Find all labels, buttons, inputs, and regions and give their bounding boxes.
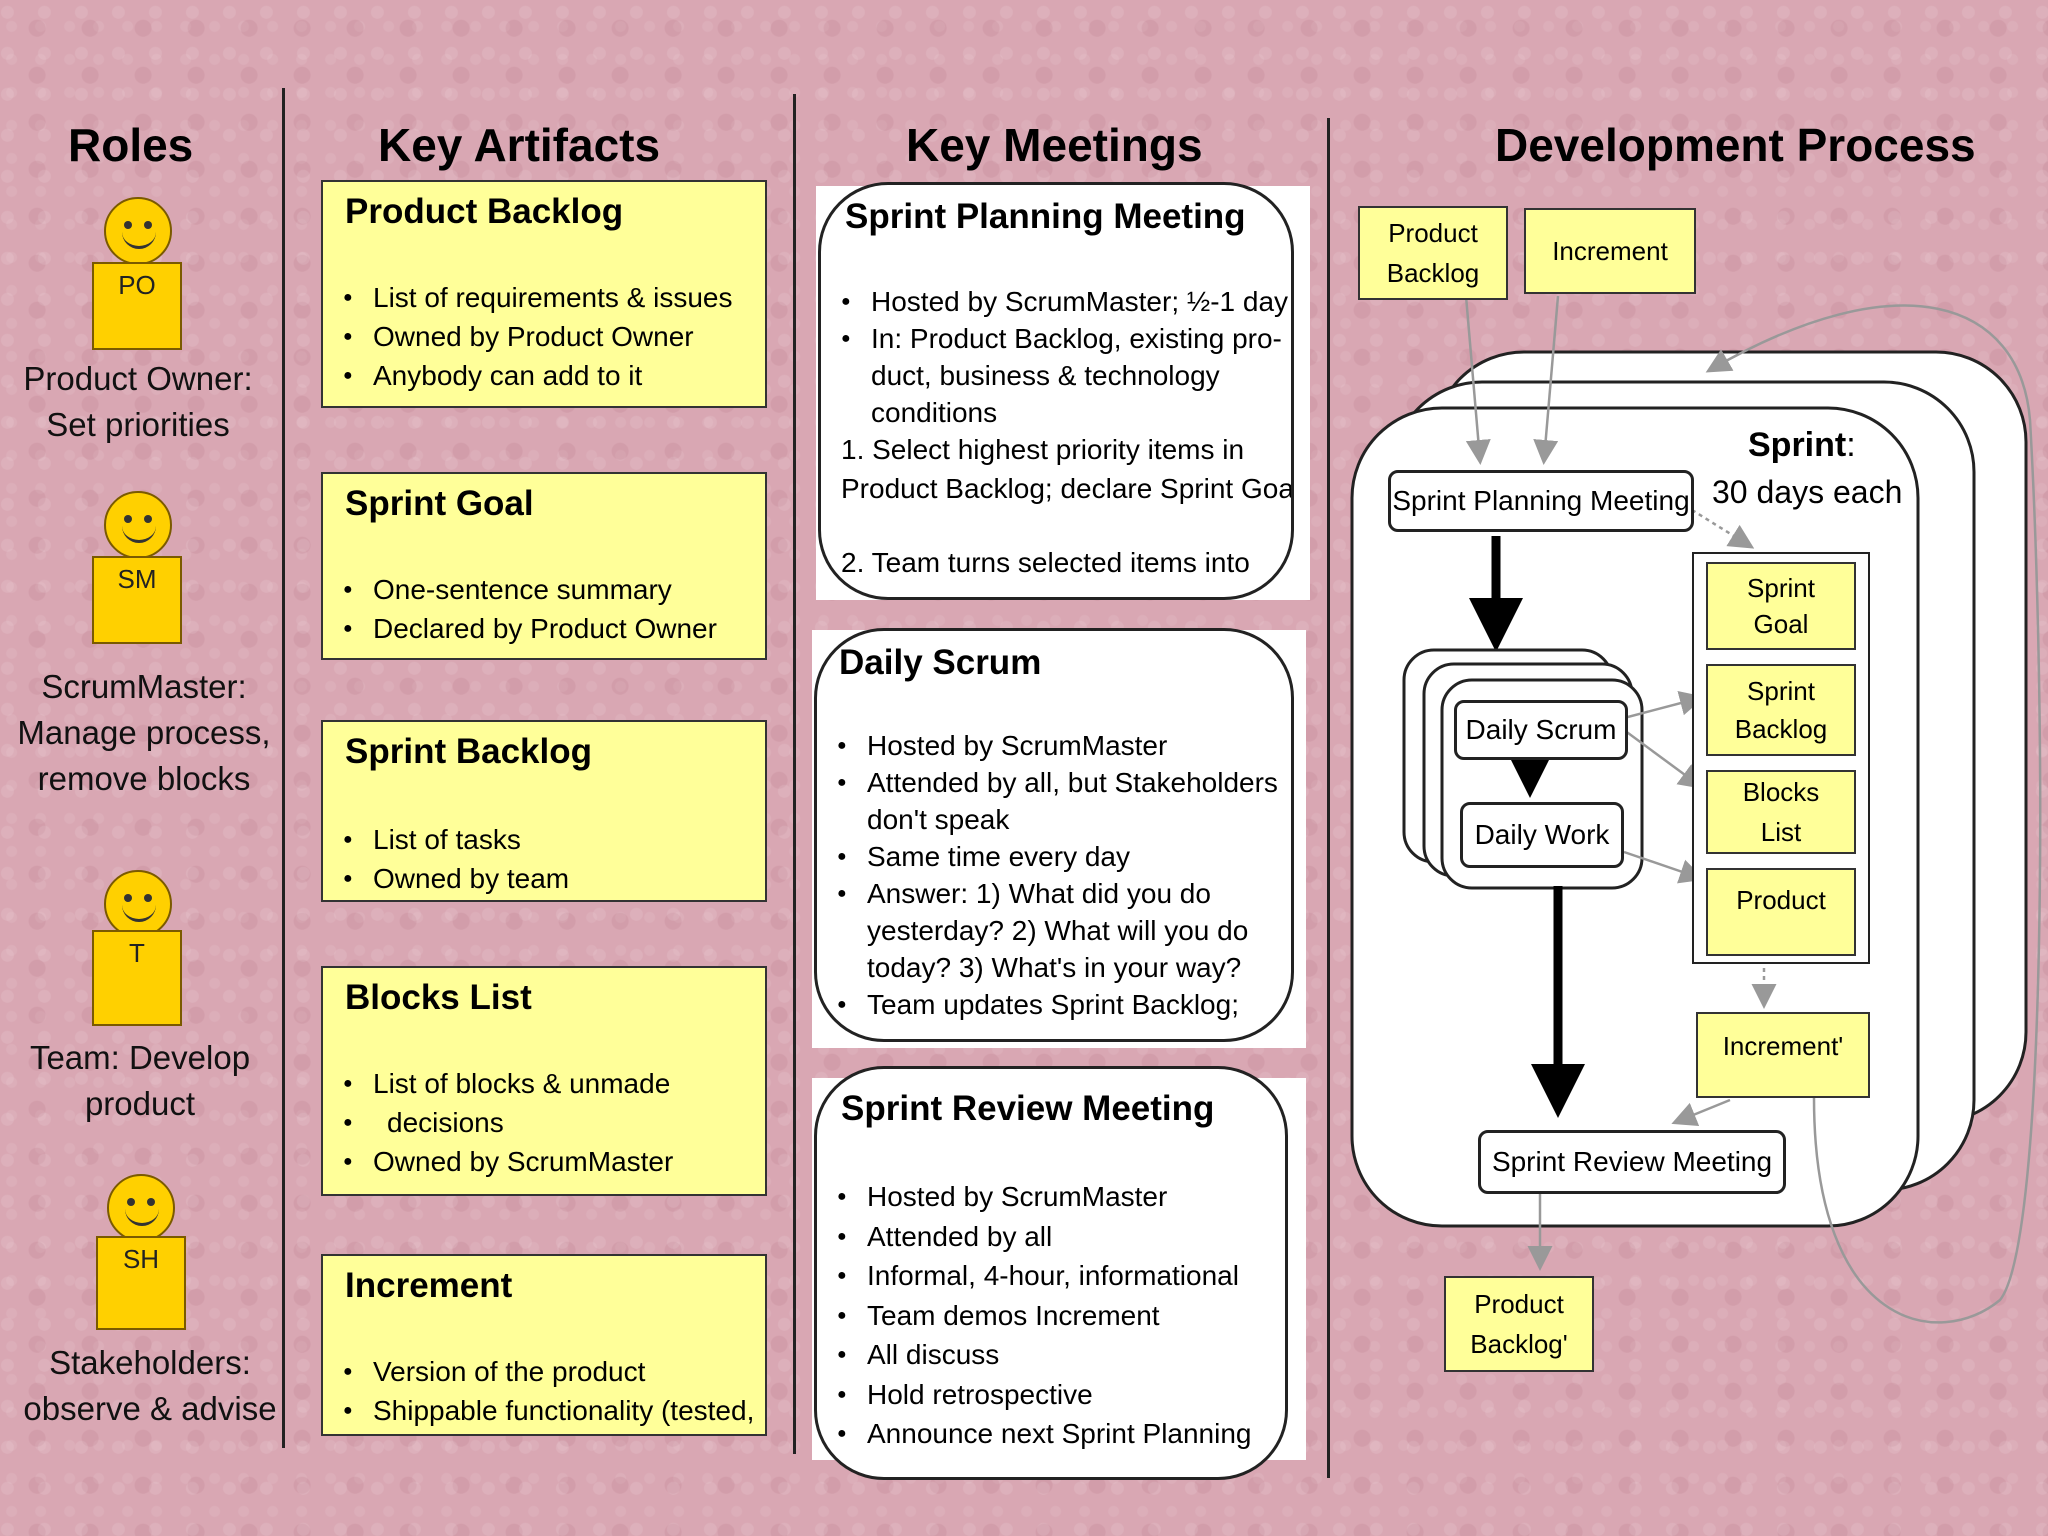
process-daily-work: Daily Work [1460,802,1624,868]
list-item: Shippable functionality (tested, [343,1391,754,1430]
list-item: List of blocks & unmade [343,1064,673,1103]
meetings-heading: Key Meetings [906,119,1203,171]
list-item: Announce next Sprint Planning [837,1414,1252,1454]
artifact-sprint-backlog: Sprint Backlog List of tasks Owned by te… [321,720,767,902]
list-item: Team updates Sprint Backlog; [837,986,1278,1023]
artifact-title: Increment [345,1266,513,1305]
divider-roles [282,88,285,1448]
role-badge: SH [96,1236,186,1330]
artifact-sprint-goal: Sprint Goal One-sentence summary Declare… [321,472,767,660]
list-item: Hold retrospective [837,1375,1252,1415]
process-sprint-review-meeting: Sprint Review Meeting [1478,1130,1786,1194]
process-increment-output: Increment' [1696,1012,1870,1098]
list-item: Hosted by ScrumMaster [837,727,1278,764]
list-item: Hosted by ScrumMaster [837,1177,1252,1217]
list-item: All discuss [837,1335,1252,1375]
list-item: Same time every day [837,838,1278,875]
list-item: yesterday? 2) What will you do [867,915,1249,946]
artifact-title: Sprint Goal [345,484,534,523]
meeting-sprint-review: Sprint Review Meeting Hosted by ScrumMas… [814,1066,1288,1480]
meeting-sprint-planning: Sprint Planning Meeting Hosted by ScrumM… [818,182,1294,600]
role-badge: T [92,930,182,1026]
list-item: Hosted by ScrumMaster; ½-1 day [841,283,1291,320]
list-item: conditions [871,397,998,428]
artifact-increment: Increment Version of the product Shippab… [321,1254,767,1436]
process-increment-input: Increment [1524,208,1696,294]
meeting-daily-scrum: Daily Scrum Hosted by ScrumMaster Attend… [814,628,1294,1042]
process-product: Product [1706,868,1856,956]
sprint-duration: 30 days each [1712,474,1903,510]
role-caption: Product Owner:Set priorities [23,360,253,443]
list-item: duct, business & technology [871,360,1220,391]
list-item: Product Backlog; declare Sprint Goal [841,473,1294,504]
process-sprint-goal: Sprint Goal [1706,562,1856,650]
process-product-backlog-input: Product Backlog [1358,206,1508,300]
list-item: Declared by Product Owner [343,609,717,648]
list-item: Attended by all [837,1217,1252,1257]
artifact-blocks-list: Blocks List List of blocks & unmade deci… [321,966,767,1196]
process-product-backlog-output: Product Backlog' [1444,1276,1594,1372]
sprint-label: Sprint: [1748,426,1856,464]
process-heading: Development Process [1495,119,1976,171]
process-blocks-list: Blocks List [1706,770,1856,854]
smiley-face-icon [104,491,172,559]
list-item: today? 3) What's in your way? [867,952,1242,983]
meeting-title: Sprint Planning Meeting [845,197,1246,236]
divider-artifacts [793,94,796,1454]
divider-meetings [1327,118,1330,1478]
list-item: Anybody can add to it [343,356,733,395]
list-item: 2. Team turns selected items into [841,547,1250,578]
list-item: Answer: 1) What did you do [837,875,1278,912]
list-item: Owned by ScrumMaster [343,1142,673,1181]
role-caption: ScrumMaster:Manage process,remove blocks [17,668,271,797]
smiley-face-icon [104,197,172,265]
list-item: List of tasks [343,820,569,859]
roles-heading: Roles [68,119,194,171]
list-item: In: Product Backlog, existing pro- [841,320,1291,357]
list-item: List of requirements & issues [343,278,733,317]
role-badge: PO [92,262,182,350]
sprint-return-loop [1705,304,2042,1324]
meeting-title: Daily Scrum [839,643,1042,682]
list-item: Owned by team [343,859,569,898]
artifact-title: Sprint Backlog [345,732,592,771]
smiley-face-icon [104,870,172,938]
list-item: don't speak [867,804,1010,835]
artifacts-heading: Key Artifacts [378,119,661,171]
list-item: Informal, 4-hour, informational [837,1256,1252,1296]
artifact-title: Product Backlog [345,192,624,231]
list-item: Version of the product [343,1352,754,1391]
process-daily-scrum: Daily Scrum [1454,700,1628,760]
list-item: decisions [343,1103,673,1142]
process-sprint-backlog: Sprint Backlog [1706,664,1856,756]
role-badge: SM [92,556,182,644]
artifact-product-backlog: Product Backlog List of requirements & i… [321,180,767,408]
meeting-title: Sprint Review Meeting [841,1089,1215,1128]
list-item: 1. Select highest priority items in [841,434,1245,465]
role-caption: Stakeholders:observe & advise [23,1344,277,1427]
process-sprint-planning-meeting: Sprint Planning Meeting [1388,470,1694,532]
list-item: One-sentence summary [343,570,717,609]
list-item: Team demos Increment [837,1296,1252,1336]
list-item: Attended by all, but Stakeholders [837,764,1278,801]
artifact-title: Blocks List [345,978,532,1017]
list-item: Owned by Product Owner [343,317,733,356]
